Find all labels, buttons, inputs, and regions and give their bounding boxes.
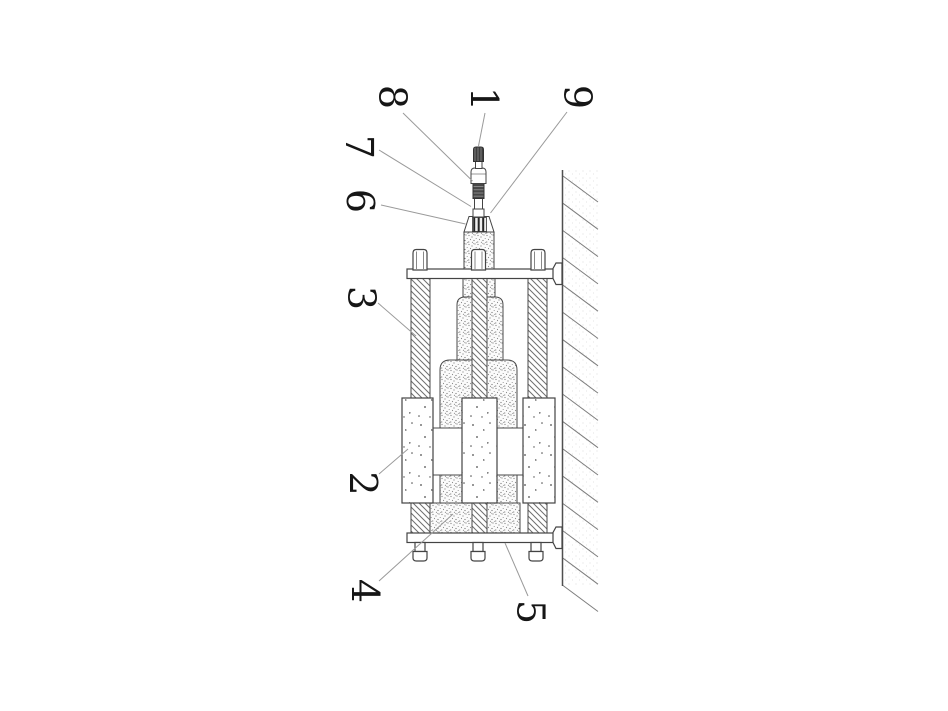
- block-right: [522, 397, 556, 504]
- leader-1: [478, 112, 486, 147]
- spacer-left: [432, 427, 463, 476]
- stack-neck: [475, 161, 483, 169]
- bottom-plate: [406, 532, 556, 544]
- top-bolt-right: [530, 248, 546, 271]
- bottom-bolt-center-head: [470, 550, 486, 562]
- label-1: 1: [462, 87, 506, 111]
- spacer-right: [496, 427, 524, 476]
- wall-hatch-line: [562, 202, 599, 230]
- wall-hatch-line: [562, 503, 599, 531]
- wall-hatch-line: [562, 448, 599, 476]
- wall-hatch-line: [562, 312, 599, 339]
- spring-insert: [472, 217, 487, 232]
- leader-8: [402, 112, 473, 182]
- mounting-hardware: [406, 248, 563, 562]
- wall-hatch-line: [562, 257, 599, 285]
- label-6: 6: [338, 189, 382, 213]
- wall-hatch-line: [562, 366, 599, 394]
- leader-lines: [377, 111, 568, 597]
- bottom-bolts: [412, 541, 544, 562]
- bottom-bolt-center-stem: [472, 541, 484, 553]
- label-7: 7: [337, 135, 381, 159]
- wall-hatch-line: [562, 585, 599, 612]
- wall-hatch-line: [562, 339, 599, 367]
- bottom-bolt-right-head: [528, 550, 544, 562]
- wall-surface-texture: [563, 170, 598, 586]
- stack-connector: [474, 198, 483, 210]
- wall-hatch-line: [562, 230, 599, 258]
- label-5: 5: [509, 600, 553, 624]
- label-8: 8: [371, 85, 415, 109]
- block-center: [461, 397, 498, 504]
- wall-hatch-line: [562, 421, 599, 449]
- label-3: 3: [340, 286, 384, 310]
- leader-9: [490, 111, 568, 214]
- wall-hatch-line: [562, 284, 599, 312]
- threaded-section: [472, 183, 485, 199]
- wall-anchor-bottom: [552, 526, 563, 550]
- bottom-bolt-right-stem: [530, 541, 542, 553]
- leader-4: [378, 513, 454, 582]
- top-bolt-left: [412, 248, 428, 271]
- block-left: [401, 397, 434, 504]
- wall-hatch-line: [562, 557, 599, 585]
- label-9: 9: [556, 85, 600, 109]
- wall-hatch-line: [562, 175, 599, 203]
- wall-section: [561, 170, 599, 612]
- wall-hatch-lines: [562, 175, 599, 612]
- knurled-tip: [473, 146, 484, 162]
- leader-6: [380, 204, 466, 225]
- label-2: 2: [341, 471, 385, 495]
- leader-3: [377, 302, 417, 337]
- label-4: 4: [343, 579, 387, 603]
- top-bolt-center: [470, 248, 487, 271]
- wall-anchor-top: [552, 262, 563, 286]
- leader-5: [504, 542, 529, 597]
- leader-2: [378, 448, 409, 475]
- wall-hatch-line: [562, 393, 599, 421]
- part-labels: 8 1 9 7 6 3 2 4 5: [337, 85, 600, 624]
- top-bolts: [412, 248, 546, 271]
- wall-hatch-line: [562, 530, 599, 558]
- leader-7: [378, 149, 472, 207]
- collar-nut: [470, 167, 487, 184]
- bottom-bolt-left-head: [412, 550, 428, 562]
- concrete-blocks: [401, 397, 556, 504]
- stack-washer: [472, 208, 485, 218]
- wall-hatch-line: [562, 475, 599, 503]
